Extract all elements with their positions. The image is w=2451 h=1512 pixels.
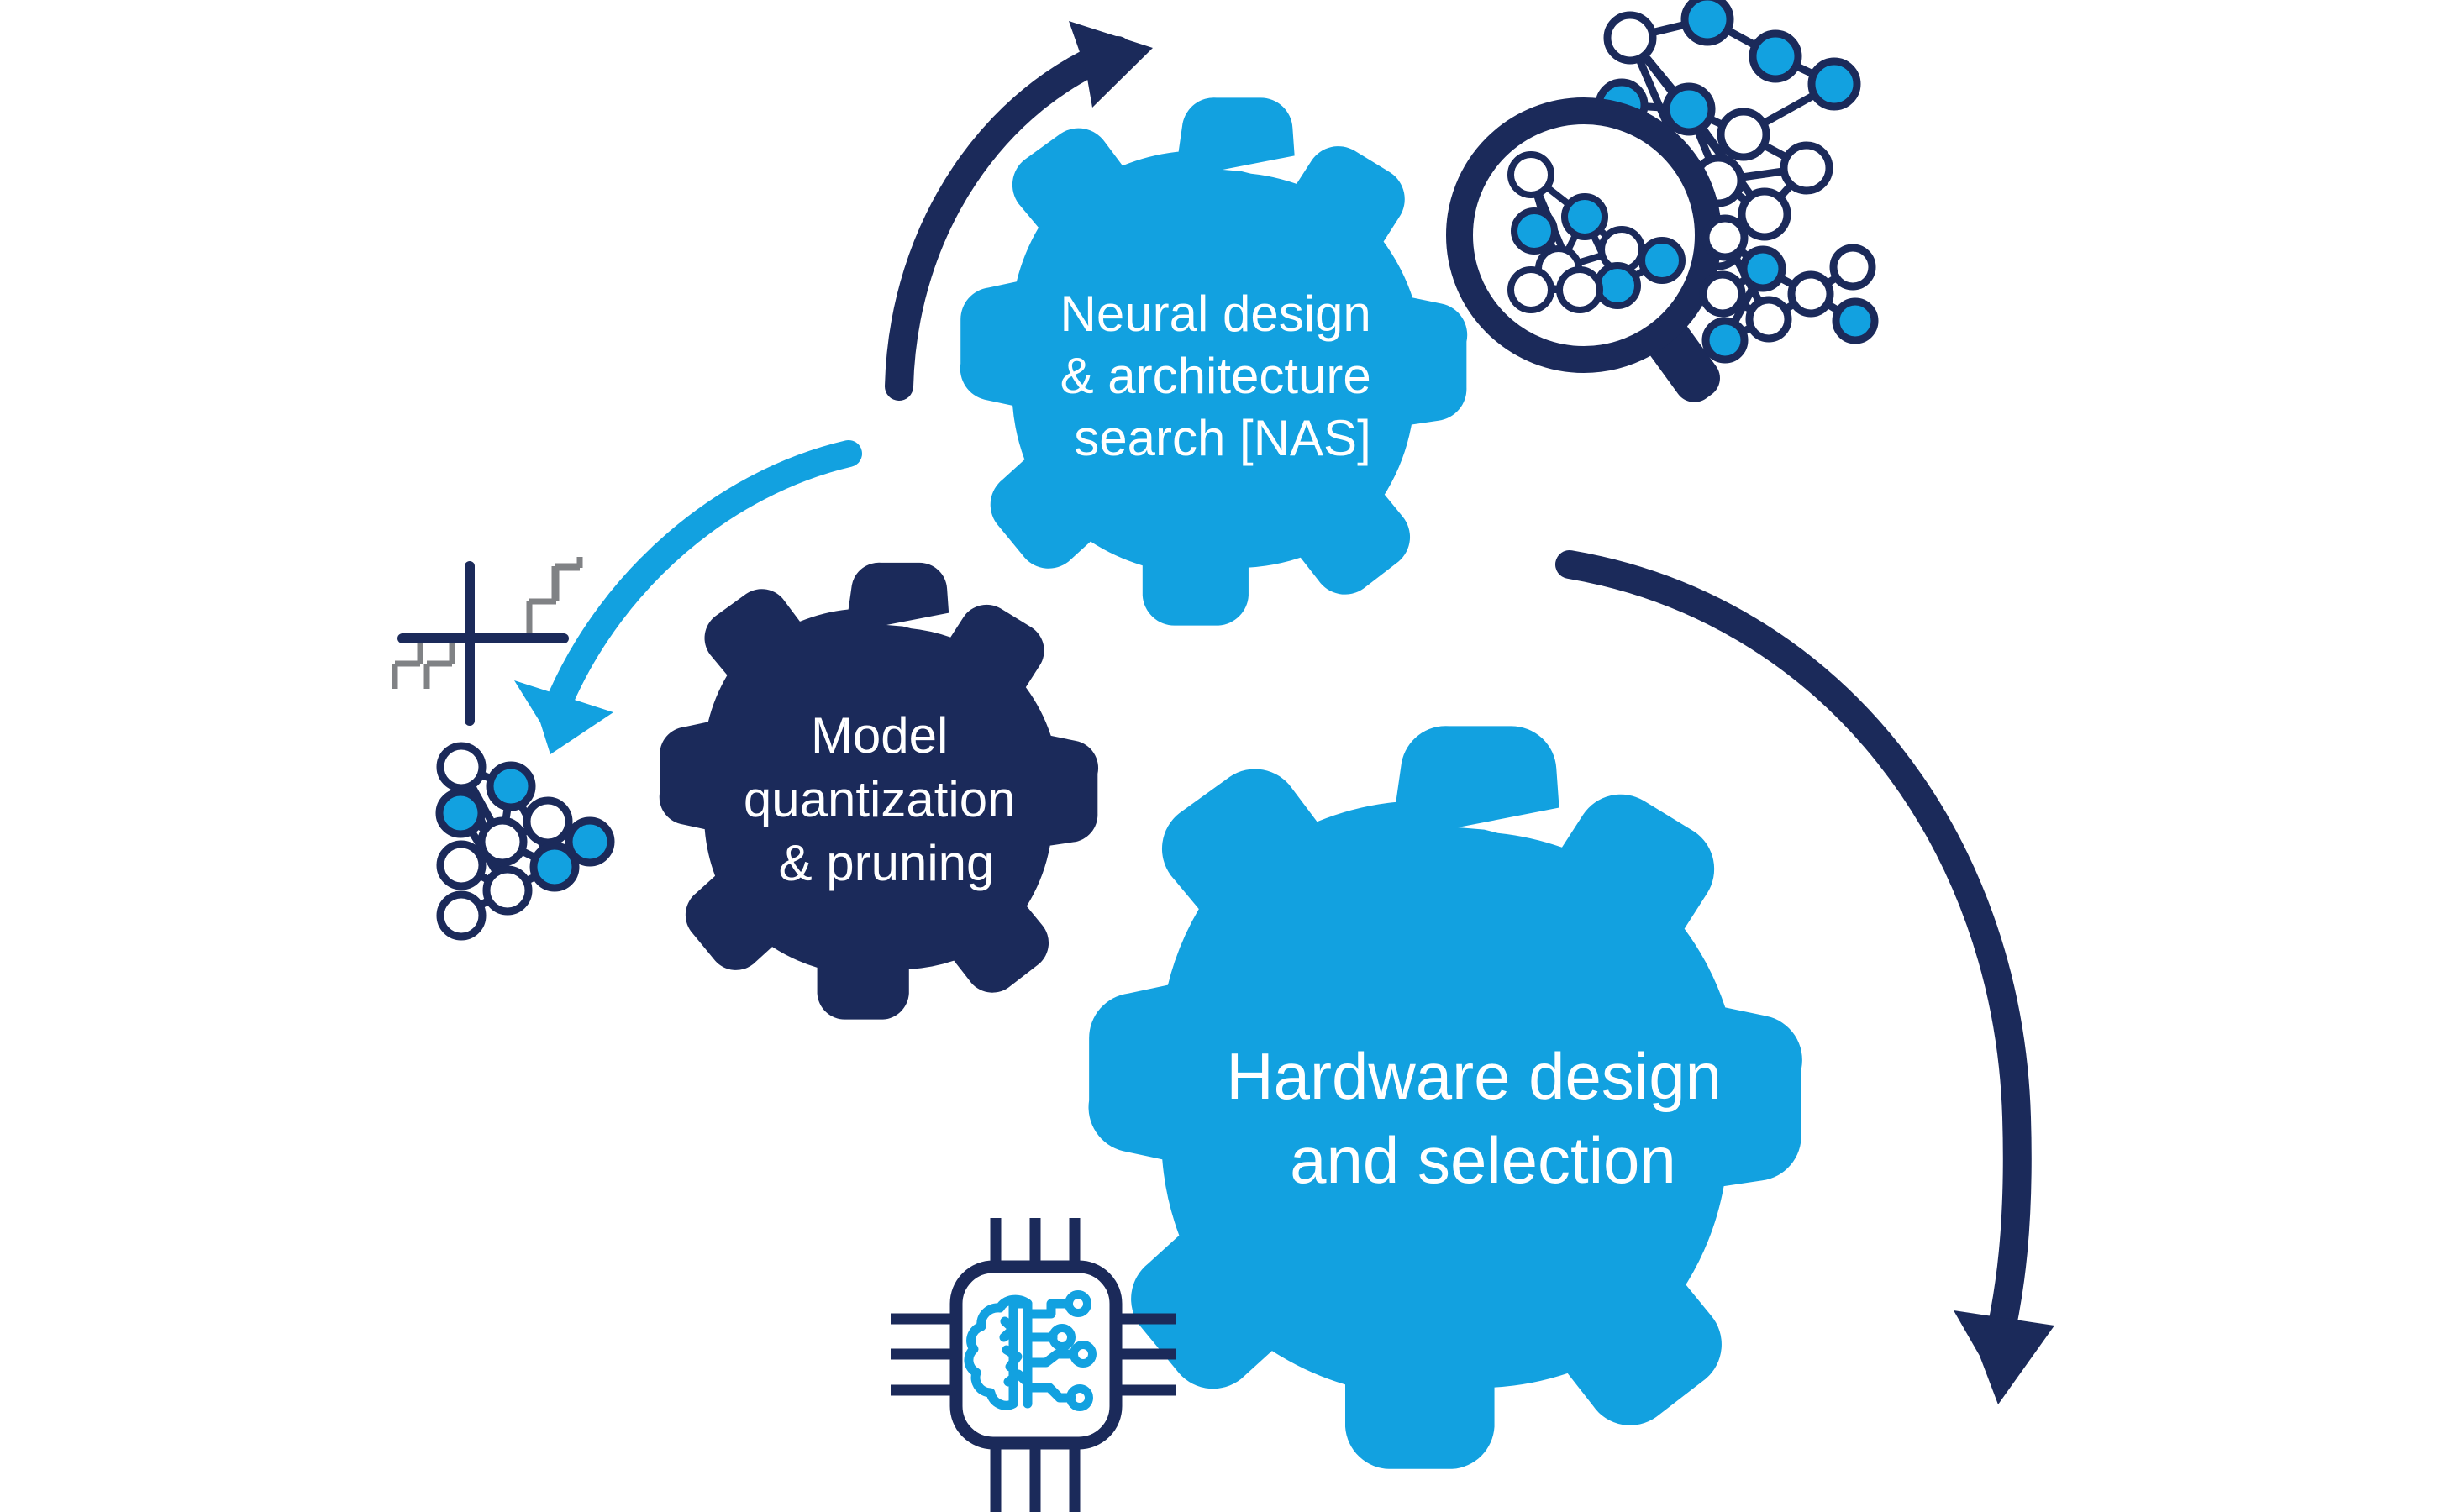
gear-label-line: quantization <box>744 771 1016 827</box>
model-quantization-gear-label: Model quantization & pruning <box>744 707 1029 891</box>
ai-chip-brain-icon <box>891 1218 1176 1512</box>
gear-label-line: & architecture <box>1060 348 1371 404</box>
arrow-to-model-quantization <box>514 440 862 754</box>
gear-label-line: Hardware design <box>1226 1039 1722 1113</box>
neural-design-gear-label: Neural design & architecture search [NAS… <box>1060 286 1386 466</box>
gear-label-line: & pruning <box>779 835 995 891</box>
pruned-neural-network-icon <box>435 742 615 941</box>
magnifier-lens-network <box>1446 97 1722 373</box>
arrow-to-neural-design <box>885 21 1153 401</box>
quantization-step-chart-icon <box>392 557 583 726</box>
magnifier-neural-network-icon <box>1446 0 1879 402</box>
gear-label-line: and selection <box>1290 1123 1676 1197</box>
gear-label-line: Neural design <box>1060 286 1371 342</box>
gear-label-line: Model <box>811 707 948 764</box>
hardware-design-gear-label: Hardware design and selection <box>1226 1039 1739 1197</box>
gear-label-line: search [NAS] <box>1074 410 1370 466</box>
arrow-to-hardware-design <box>1555 550 2054 1404</box>
nn-nodes-right <box>1699 214 1879 364</box>
